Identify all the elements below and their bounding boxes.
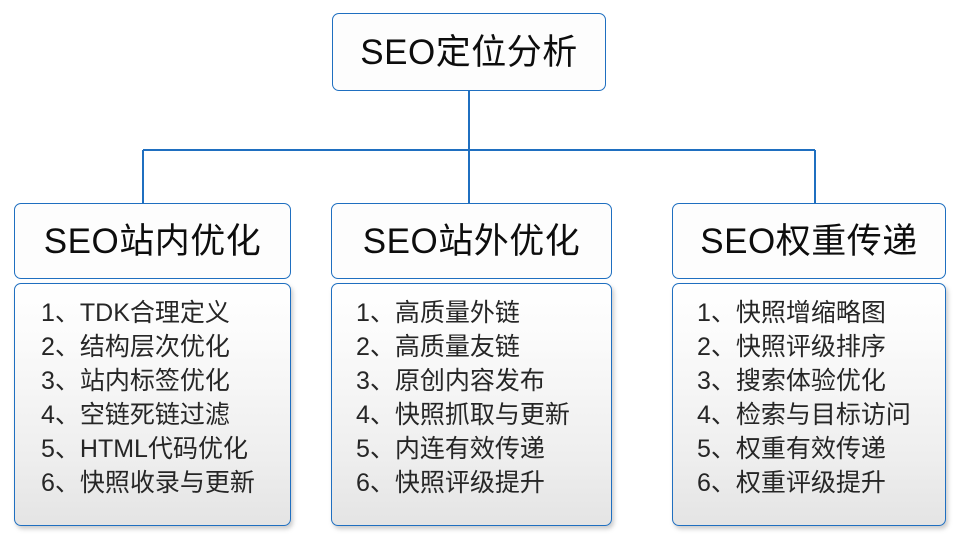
list-item[interactable]: 5、 权重有效传递 <box>673 432 945 466</box>
list-item-index: 3、 <box>356 367 395 395</box>
list-item-index: 1、 <box>697 299 736 327</box>
list-item-index: 3、 <box>41 367 80 395</box>
list-item[interactable]: 4、 空链死链过滤 <box>15 398 290 432</box>
branch-column-2: SEO站外优化 1、 高质量外链 2、 高质量友链 3、 原创内容发布 4、 快… <box>331 203 612 526</box>
root-node[interactable]: SEO定位分析 <box>332 13 606 91</box>
list-item-label: 快照收录与更新 <box>79 469 255 497</box>
list-item-index: 6、 <box>41 469 80 497</box>
list-item-index: 4、 <box>697 401 736 429</box>
list-item[interactable]: 1、 高质量外链 <box>332 296 611 330</box>
list-item-index: 6、 <box>697 469 736 497</box>
branch-column-1: SEO站内优化 1、 TDK合理定义 2、 结构层次优化 3、 站内标签优化 4… <box>14 203 291 526</box>
root-node-label: SEO定位分析 <box>360 32 578 72</box>
branch-list-3: 1、 快照增缩略图 2、 快照评级排序 3、 搜索体验优化 4、 检索与目标访问… <box>672 283 946 526</box>
branch-header-label-3: SEO权重传递 <box>700 221 918 261</box>
branch-header-label-2: SEO站外优化 <box>362 221 581 261</box>
branch-header-label-1: SEO站内优化 <box>43 221 262 261</box>
list-item-label: 内连有效传递 <box>394 435 545 463</box>
list-item-label: 空链死链过滤 <box>79 401 230 429</box>
list-item[interactable]: 2、 高质量友链 <box>332 330 611 364</box>
list-item-label: 快照增缩略图 <box>735 299 886 327</box>
list-item-label: 快照评级提升 <box>394 469 545 497</box>
list-item-label: 站内标签优化 <box>79 367 230 395</box>
list-item[interactable]: 5、 内连有效传递 <box>332 432 611 466</box>
branch-list-1: 1、 TDK合理定义 2、 结构层次优化 3、 站内标签优化 4、 空链死链过滤… <box>14 283 291 526</box>
list-item-index: 1、 <box>41 299 80 327</box>
list-item[interactable]: 1、 TDK合理定义 <box>15 296 290 330</box>
branch-header-1[interactable]: SEO站内优化 <box>14 203 291 279</box>
list-item[interactable]: 6、 快照收录与更新 <box>15 466 290 500</box>
list-item-index: 5、 <box>697 435 736 463</box>
branch-column-3: SEO权重传递 1、 快照增缩略图 2、 快照评级排序 3、 搜索体验优化 4、… <box>672 203 946 526</box>
list-item[interactable]: 4、 快照抓取与更新 <box>332 398 611 432</box>
list-item[interactable]: 2、 快照评级排序 <box>673 330 945 364</box>
list-item-index: 2、 <box>356 333 395 361</box>
list-item[interactable]: 3、 搜索体验优化 <box>673 364 945 398</box>
list-item-index: 4、 <box>41 401 80 429</box>
list-item-label: 搜索体验优化 <box>735 367 886 395</box>
list-item[interactable]: 3、 原创内容发布 <box>332 364 611 398</box>
list-item-label: HTML代码优化 <box>79 435 248 463</box>
list-item-label: 检索与目标访问 <box>735 401 911 429</box>
list-item-label: 权重评级提升 <box>735 469 886 497</box>
branch-list-2: 1、 高质量外链 2、 高质量友链 3、 原创内容发布 4、 快照抓取与更新 5… <box>331 283 612 526</box>
list-item-index: 1、 <box>356 299 395 327</box>
list-item-label: 结构层次优化 <box>79 333 230 361</box>
list-item-index: 5、 <box>356 435 395 463</box>
list-item-label: 原创内容发布 <box>394 367 545 395</box>
list-item[interactable]: 2、 结构层次优化 <box>15 330 290 364</box>
list-item[interactable]: 4、 检索与目标访问 <box>673 398 945 432</box>
list-item[interactable]: 3、 站内标签优化 <box>15 364 290 398</box>
list-item[interactable]: 5、 HTML代码优化 <box>15 432 290 466</box>
list-item[interactable]: 1、 快照增缩略图 <box>673 296 945 330</box>
list-item[interactable]: 6、 权重评级提升 <box>673 466 945 500</box>
branch-header-2[interactable]: SEO站外优化 <box>331 203 612 279</box>
list-item-index: 5、 <box>41 435 80 463</box>
list-item[interactable]: 6、 快照评级提升 <box>332 466 611 500</box>
list-item-index: 6、 <box>356 469 395 497</box>
list-item-index: 4、 <box>356 401 395 429</box>
list-item-label: TDK合理定义 <box>79 299 230 327</box>
list-item-index: 2、 <box>697 333 736 361</box>
list-item-label: 快照抓取与更新 <box>394 401 570 429</box>
list-item-label: 高质量外链 <box>394 299 520 327</box>
branch-header-3[interactable]: SEO权重传递 <box>672 203 946 279</box>
list-item-index: 2、 <box>41 333 80 361</box>
list-item-index: 3、 <box>697 367 736 395</box>
list-item-label: 高质量友链 <box>394 333 520 361</box>
list-item-label: 权重有效传递 <box>735 435 886 463</box>
list-item-label: 快照评级排序 <box>735 333 886 361</box>
